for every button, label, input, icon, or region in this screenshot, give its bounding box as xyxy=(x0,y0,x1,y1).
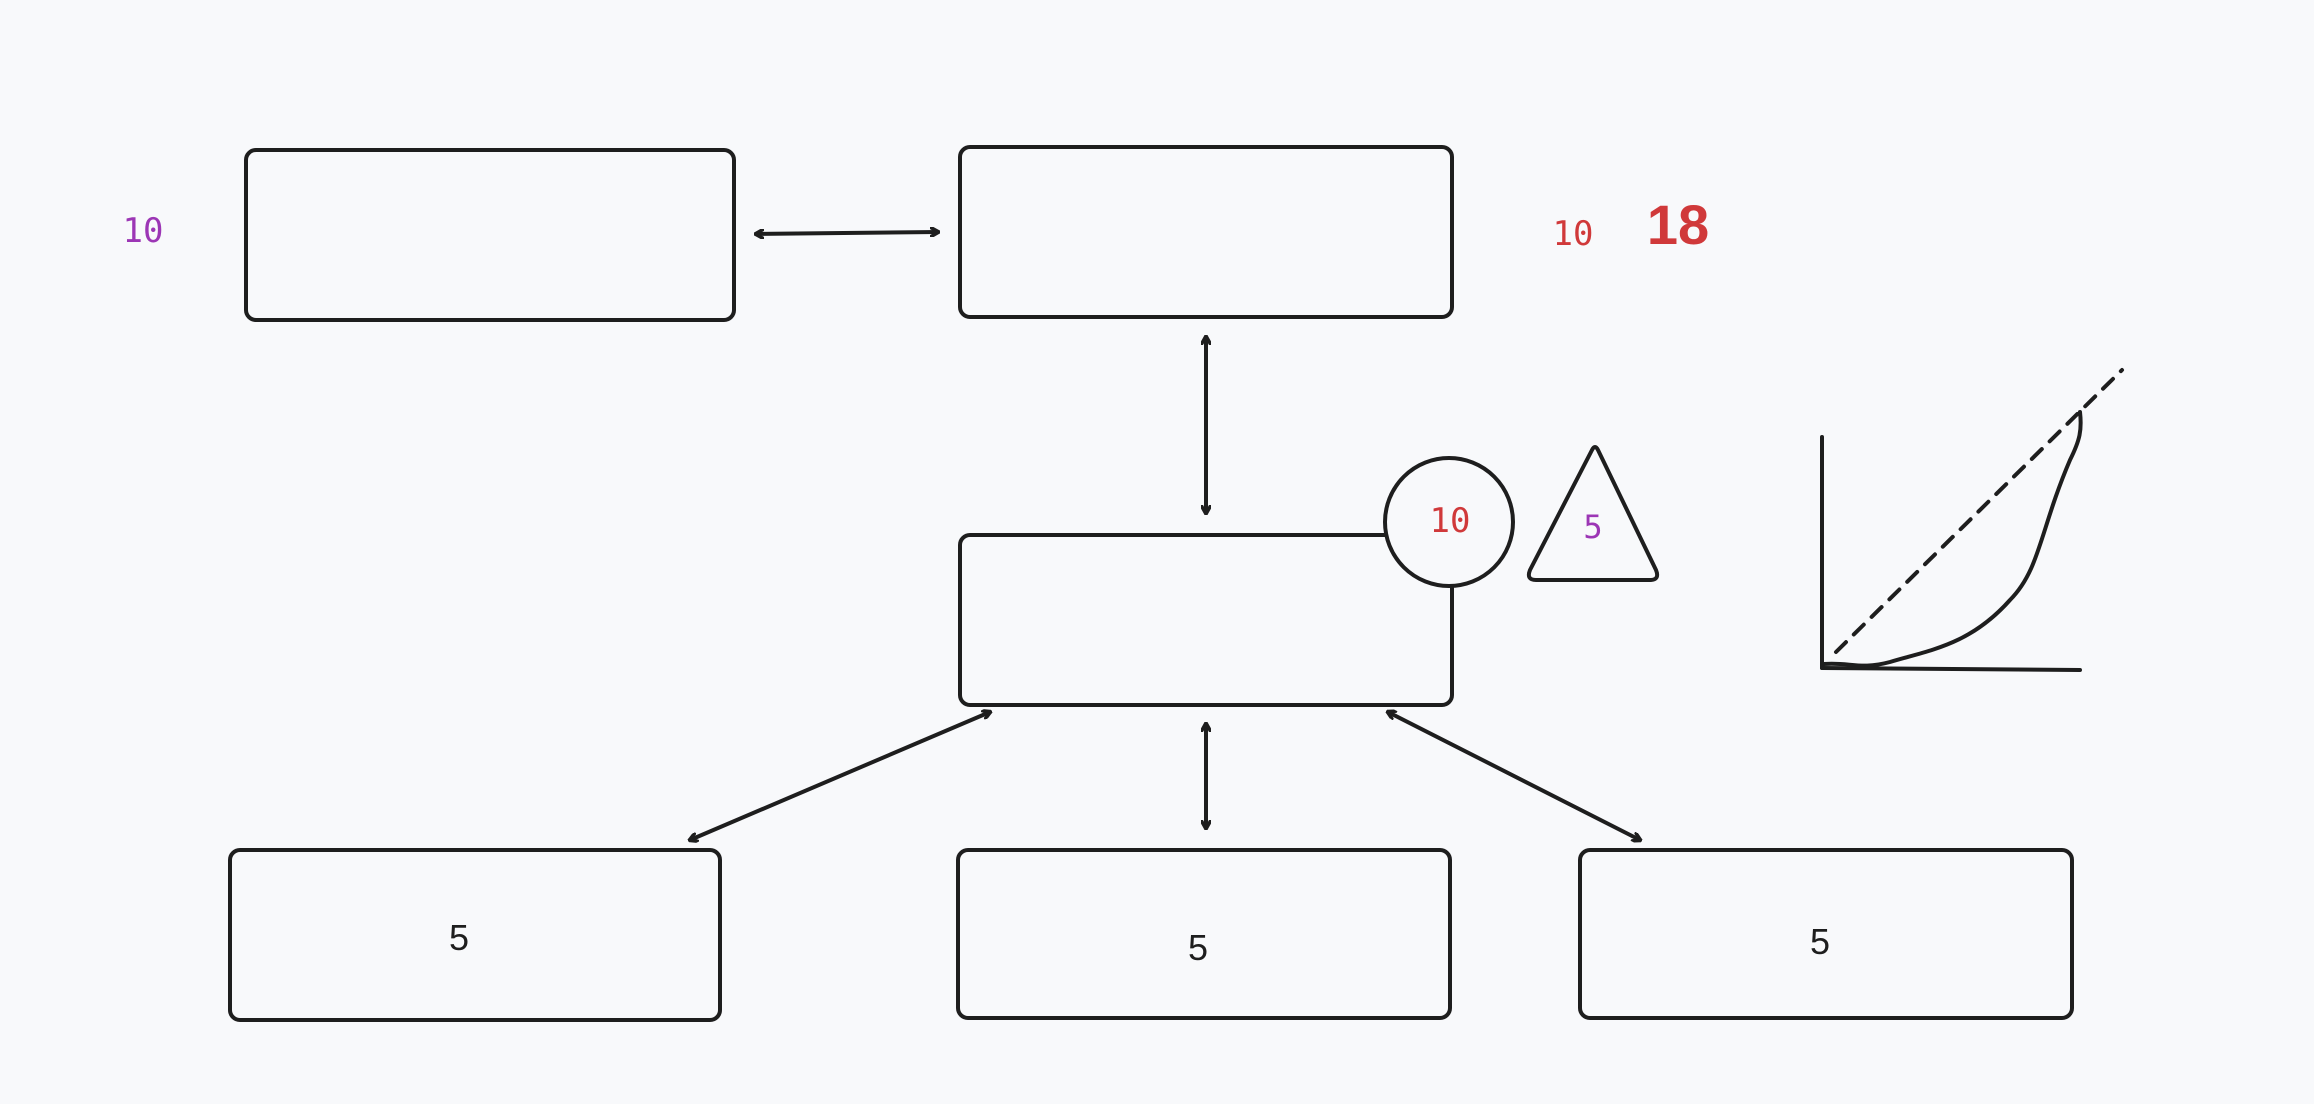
bottom-right-count: 5 xyxy=(1810,921,1830,962)
circle-node[interactable] xyxy=(1383,456,1515,588)
box-top-center[interactable] xyxy=(958,145,1454,319)
box-bottom-center[interactable] xyxy=(956,848,1452,1020)
circle-count: 10 xyxy=(1430,501,1471,541)
plot-diagonal-dashed xyxy=(1834,368,2124,654)
total-count: 18 xyxy=(1647,193,1709,256)
count-right-top: 10 xyxy=(1553,214,1594,254)
box-top-left[interactable] xyxy=(244,148,736,322)
box-bottom-left[interactable] xyxy=(228,848,722,1022)
count-left-top: 10 xyxy=(123,211,164,251)
plot-x-axis xyxy=(1820,666,2082,672)
triangle-count: 5 xyxy=(1583,508,1602,546)
box-middle[interactable] xyxy=(958,533,1454,707)
plot-sketch xyxy=(1820,368,2124,672)
triangle-node[interactable] xyxy=(1526,445,1660,582)
arrow-top-left-to-top-center[interactable] xyxy=(756,232,938,234)
arrow-middle-to-bottom-left[interactable] xyxy=(690,712,990,840)
bottom-left-count: 5 xyxy=(449,917,469,958)
arrow-middle-to-bottom-right[interactable] xyxy=(1388,712,1640,840)
box-bottom-right[interactable] xyxy=(1578,848,2074,1020)
bottom-center-count: 5 xyxy=(1188,927,1208,968)
plot-curve xyxy=(1822,410,2083,668)
